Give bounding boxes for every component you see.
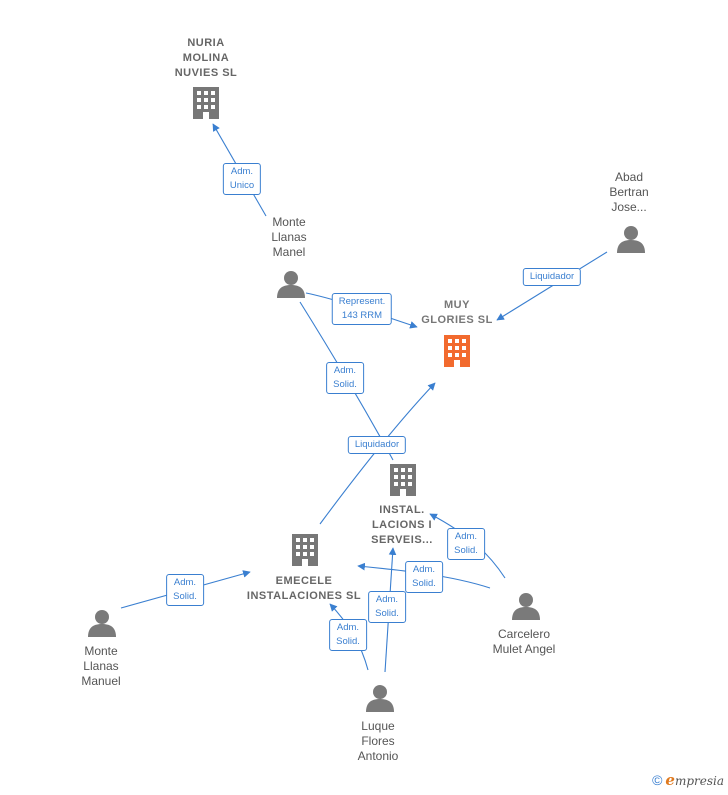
edge-label-adm-solid-carcelero-emecele: Adm. Solid.	[405, 561, 443, 593]
node-label-nuria-molina-nuvies[interactable]: NURIA MOLINA NUVIES SL	[174, 37, 238, 79]
edge-label-adm-solid-manel: Adm. Solid.	[326, 362, 364, 394]
edge-abad-to-muy	[496, 251, 608, 321]
node-label-monte-llanas-manel[interactable]: Monte Llanas Manel	[271, 215, 307, 259]
building-icon	[444, 335, 470, 367]
edge-label-adm-solid-manuel: Adm. Solid.	[166, 574, 204, 606]
edge-label-liquidador-abad: Liquidador	[522, 268, 582, 286]
edge-label-liquidador-emecele: Liquidador	[347, 436, 407, 454]
node-label-muy-glories[interactable]: MUY GLORIES SL	[421, 299, 493, 326]
edge-label-adm-solid-carcelero-instal: Adm. Solid.	[447, 528, 485, 560]
edge-label-adm-solid-luque-emecele: Adm. Solid.	[329, 619, 367, 651]
building-icon	[292, 534, 318, 566]
edge-label-adm-solid-luque-instal: Adm. Solid.	[368, 591, 406, 623]
edge-label-represent: Represent. 143 RRM	[331, 293, 393, 325]
edge-label-adm-unico: Adm. Unico	[222, 163, 262, 195]
node-label-monte-llanas-manuel[interactable]: Monte Llanas Manuel	[81, 644, 121, 688]
brand-logo: empresia	[665, 771, 724, 789]
node-label-carcelero-mulet[interactable]: Carcelero Mulet Angel	[492, 627, 556, 656]
person-icon	[617, 226, 645, 253]
person-icon	[366, 685, 394, 712]
node-label-emecele[interactable]: EMECELE INSTALACIONES SL	[246, 575, 362, 602]
person-icon	[88, 610, 116, 637]
person-icon	[277, 271, 305, 298]
building-icon	[390, 464, 416, 496]
node-label-luque-flores[interactable]: Luque Flores Antonio	[357, 719, 399, 763]
building-icon	[193, 87, 219, 119]
node-label-abad-bertran[interactable]: Abad Bertran Jose...	[609, 170, 649, 214]
copyright-notice: © empresia	[652, 771, 724, 789]
person-icon	[512, 593, 540, 620]
node-label-instal-lacions[interactable]: INSTAL. LACIONS I SERVEIS...	[371, 504, 433, 546]
copyright-icon: ©	[652, 772, 663, 788]
